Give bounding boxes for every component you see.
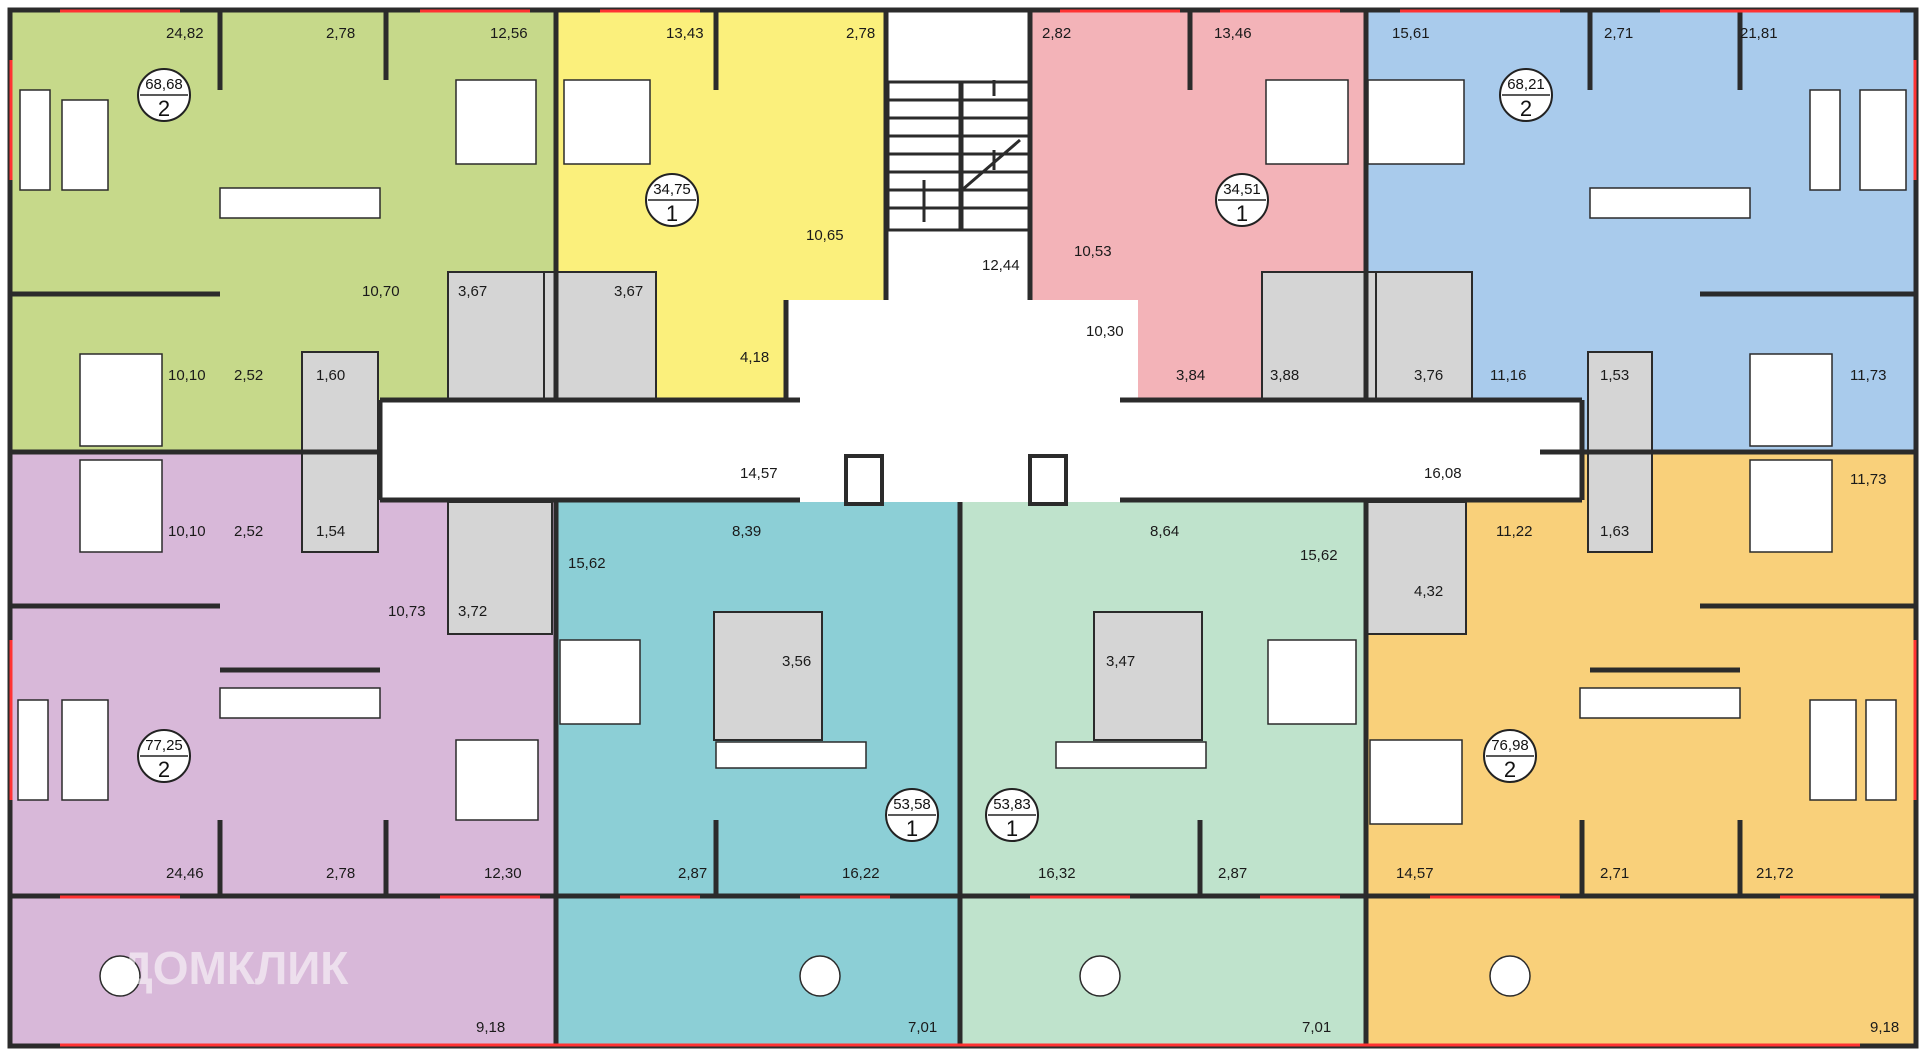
apartment-area: 34,51 xyxy=(1223,181,1261,198)
room-label: 7,01 xyxy=(1302,1019,1331,1036)
apartment-badge: 34,75 1 xyxy=(645,173,699,227)
room-label: 9,18 xyxy=(1870,1019,1899,1036)
apartment-zone-teal xyxy=(556,502,960,1046)
apartment-badges: 68,68 2 34,75 1 34,51 1 68,21 2 77,25 2 xyxy=(137,68,1553,842)
room-label: 24,82 xyxy=(166,25,204,42)
room-label: 15,62 xyxy=(1300,547,1338,564)
corridor-right xyxy=(1120,400,1582,500)
room-label: 8,39 xyxy=(732,523,761,540)
room-label: 4,18 xyxy=(740,349,769,366)
room-label: 16,08 xyxy=(1424,465,1462,482)
room-label: 4,32 xyxy=(1414,583,1443,600)
room-label: 21,81 xyxy=(1740,25,1778,42)
room-label: 2,71 xyxy=(1600,865,1629,882)
room-label: 11,73 xyxy=(1850,471,1886,488)
apartment-badge: 68,21 2 xyxy=(1499,68,1553,122)
apartment-area: 68,68 xyxy=(145,76,183,93)
room-label: 16,32 xyxy=(1038,865,1076,882)
room-label: 13,43 xyxy=(666,25,704,42)
room-label: 12,30 xyxy=(484,865,522,882)
room-label: 11,16 xyxy=(1490,367,1526,384)
room-labels: 24,82 2,78 12,56 10,70 3,67 10,10 2,52 1… xyxy=(166,25,1899,1036)
apartment-badge: 76,98 2 xyxy=(1483,729,1537,783)
room-label: 3,67 xyxy=(614,283,643,300)
room-label: 2,78 xyxy=(326,865,355,882)
apartment-rooms: 2 xyxy=(1504,757,1516,782)
room-label: 16,22 xyxy=(842,865,880,882)
room-label: 3,56 xyxy=(782,653,811,670)
apartment-badge: 53,83 1 xyxy=(985,788,1039,842)
room-label: 7,01 xyxy=(908,1019,937,1036)
apartment-area: 77,25 xyxy=(145,737,183,754)
apartment-badge: 77,25 2 xyxy=(137,729,191,783)
room-label: 2,78 xyxy=(846,25,875,42)
apartment-badge: 68,68 2 xyxy=(137,68,191,122)
room-label: 12,44 xyxy=(982,257,1020,274)
room-label: 13,46 xyxy=(1214,25,1252,42)
apartment-rooms: 1 xyxy=(666,201,678,226)
room-label: 11,73 xyxy=(1850,367,1886,384)
room-label: 3,88 xyxy=(1270,367,1299,384)
room-label: 10,70 xyxy=(362,283,400,300)
room-label: 2,71 xyxy=(1604,25,1633,42)
watermark: ДОМКЛИК xyxy=(120,942,349,994)
elevator-shafts xyxy=(844,454,1068,506)
apartment-rooms: 1 xyxy=(1006,816,1018,841)
room-label: 21,72 xyxy=(1756,865,1794,882)
room-label: 3,72 xyxy=(458,603,487,620)
room-label: 2,82 xyxy=(1042,25,1071,42)
corridor-left xyxy=(380,400,800,500)
apartment-area: 34,75 xyxy=(653,181,691,198)
bathroom-blocks xyxy=(301,271,1653,741)
room-label: 24,46 xyxy=(166,865,204,882)
apartment-area: 53,58 xyxy=(893,796,931,813)
windows xyxy=(9,9,1917,1047)
room-label: 8,64 xyxy=(1150,523,1179,540)
room-label: 1,60 xyxy=(316,367,345,384)
room-label: 10,30 xyxy=(1086,323,1124,340)
room-label: 15,61 xyxy=(1392,25,1430,42)
room-label: 1,63 xyxy=(1600,523,1629,540)
room-label: 9,18 xyxy=(476,1019,505,1036)
room-label: 10,65 xyxy=(806,227,844,244)
room-label: 3,67 xyxy=(458,283,487,300)
apartment-rooms: 1 xyxy=(906,816,918,841)
room-label: 3,84 xyxy=(1176,367,1205,384)
room-label: 2,87 xyxy=(678,865,707,882)
room-label: 3,47 xyxy=(1106,653,1135,670)
room-label: 14,57 xyxy=(1396,865,1434,882)
room-label: 14,57 xyxy=(740,465,778,482)
room-label: 1,54 xyxy=(316,523,345,540)
room-label: 10,10 xyxy=(168,523,206,540)
room-label: 10,53 xyxy=(1074,243,1112,260)
walls xyxy=(7,7,1919,1049)
apartment-rooms: 2 xyxy=(158,96,170,121)
apartment-area: 53,83 xyxy=(993,796,1031,813)
room-label: 1,53 xyxy=(1600,367,1629,384)
room-label: 10,10 xyxy=(168,367,206,384)
room-label: 3,76 xyxy=(1414,367,1443,384)
room-label: 10,73 xyxy=(388,603,426,620)
apartment-rooms: 2 xyxy=(1520,96,1532,121)
room-label: 2,52 xyxy=(234,523,263,540)
apartment-badge: 53,58 1 xyxy=(885,788,939,842)
room-label: 2,52 xyxy=(234,367,263,384)
apartment-rooms: 1 xyxy=(1236,201,1248,226)
room-label: 11,22 xyxy=(1496,523,1532,540)
room-label: 2,87 xyxy=(1218,865,1247,882)
room-label: 2,78 xyxy=(326,25,355,42)
apartment-badge: 34,51 1 xyxy=(1215,173,1269,227)
apartment-zone-mint xyxy=(960,502,1366,1046)
apartment-rooms: 2 xyxy=(158,757,170,782)
room-label: 12,56 xyxy=(490,25,528,42)
room-label: 15,62 xyxy=(568,555,606,572)
apartment-area: 76,98 xyxy=(1491,737,1529,754)
apartment-area: 68,21 xyxy=(1507,76,1545,93)
furniture xyxy=(17,79,1907,997)
